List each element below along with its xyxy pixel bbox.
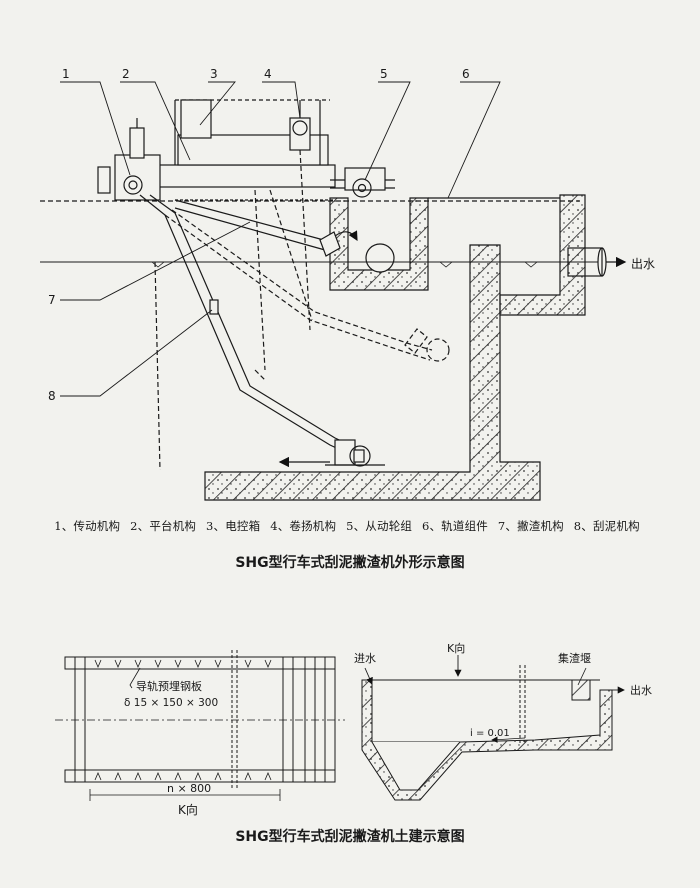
callout-4: 4 [264, 67, 272, 81]
plan-view [55, 650, 345, 801]
tank-concrete-wall [204, 194, 586, 501]
component-legend: 1、传动机构 2、平台机构 3、电控箱 4、卷扬机构 5、从动轮组 6、轨道组件… [0, 518, 700, 534]
hoist-mechanism [289, 100, 311, 151]
callout-2: 2 [122, 67, 130, 81]
top-figure: 1 2 3 4 5 6 7 8 出水 [40, 67, 655, 501]
legend-item: 7、撇渣机构 [497, 519, 564, 533]
callout-8: 8 [48, 389, 56, 403]
section-view [361, 655, 625, 801]
embedded-plates-top [94, 659, 272, 669]
water-level-mark-1 [439, 261, 453, 268]
water-level-mark-2 [524, 261, 538, 268]
scum-weir-label: 集渣堰 [558, 651, 591, 665]
platform-mechanism [154, 99, 395, 189]
spacing-dimension: n × 800 [167, 782, 211, 795]
callout-7: 7 [48, 293, 56, 307]
embedded-plates-bottom [94, 771, 272, 781]
callout-5: 5 [380, 67, 388, 81]
scum-trough [329, 197, 429, 291]
bottom-figure: 导轨预埋钢板 δ 15 × 150 × 300 n × 800 K向 进水 K向 [55, 641, 652, 817]
rail-plate-note: 导轨预埋钢板 [136, 679, 202, 693]
legend-item: 4、卷扬机构 [270, 519, 337, 533]
section-view-label: K向 [447, 641, 465, 655]
callout-leaders [60, 81, 501, 397]
driven-wheel-group [344, 167, 386, 198]
legend-item: 2、平台机构 [130, 519, 197, 533]
legend-item: 3、电控箱 [206, 519, 261, 533]
legend-item: 1、传动机构 [54, 519, 121, 533]
callout-3: 3 [210, 67, 218, 81]
sludge-scraper-lifted [154, 149, 450, 471]
callout-6: 6 [462, 67, 470, 81]
water-level-mark-3 [151, 261, 165, 268]
drive-mechanism [97, 118, 161, 201]
inlet-label: 进水 [354, 652, 376, 665]
rail-plate-size: δ 15 × 150 × 300 [124, 697, 218, 709]
bottom-figure-caption: SHG型行车式刮泥撇渣机土建示意图 [235, 829, 465, 845]
callout-1: 1 [62, 67, 70, 81]
outlet-label-top: 出水 [631, 257, 655, 271]
legend-item: 6、轨道组件 [421, 519, 488, 533]
sludge-scraper-arm [139, 194, 385, 467]
legend-item: 8、刮泥机构 [573, 519, 640, 533]
top-figure-caption: SHG型行车式刮泥撇渣机外形示意图 [235, 555, 465, 571]
slope-label: i = 0.01 [470, 728, 510, 739]
outlet-label-section: 出水 [630, 683, 652, 697]
legend-item: 5、从动轮组 [346, 519, 413, 533]
outlet-pipe [567, 247, 627, 277]
plan-view-label: K向 [178, 802, 198, 817]
control-box-icon [180, 99, 212, 139]
